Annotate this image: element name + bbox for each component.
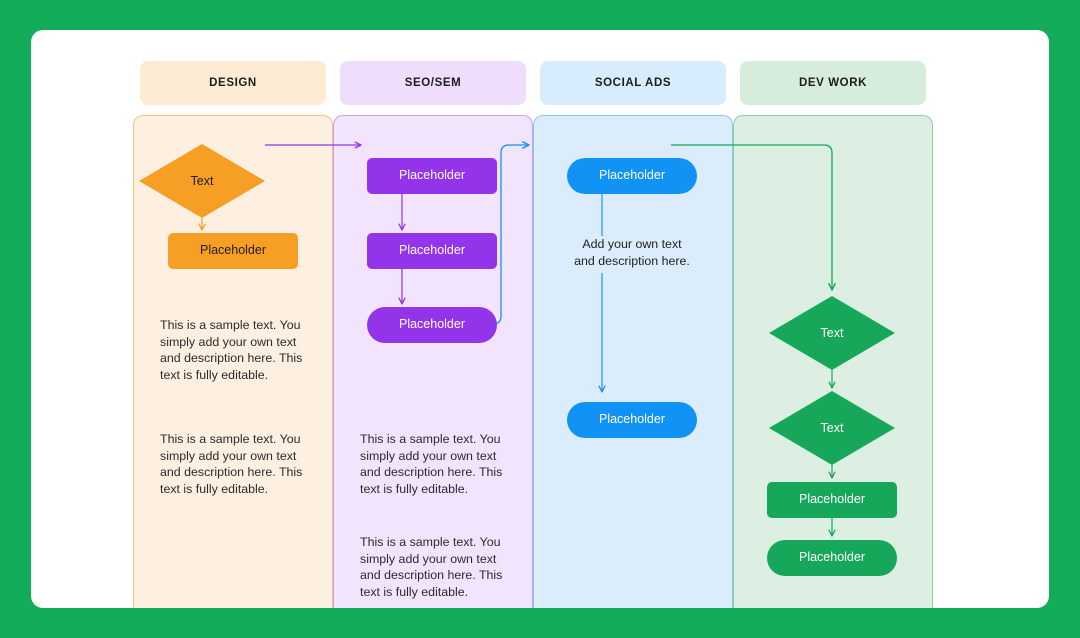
diamond-glyph-icon [769,391,895,465]
devwork-pill-label-4: Placeholder [798,550,865,565]
seosem-pill-label-3: Placeholder [398,317,465,332]
column-header-socialads-label: SOCIAL ADS [594,77,672,89]
devwork-rect-label-3: Placeholder [798,492,865,507]
column-header-devwork-label: DEV WORK [798,77,868,89]
column-header-design-label: DESIGN [209,77,257,89]
design-diamond-shape[interactable]: Text [138,143,266,219]
diamond-glyph-icon [139,144,265,218]
devwork-diamond-shape-1[interactable]: Text [768,295,896,371]
devwork-diamond-label-1: Text [820,326,844,340]
seosem-rect-shape-1[interactable]: Placeholder [367,158,497,194]
socialads-pill-label-2: Placeholder [598,412,665,427]
seosem-paragraph-2: This is a sample text. You simply add yo… [360,535,503,599]
flowchart-card: DESIGN SEO/SEM SOCIAL ADS DEV WORK [31,30,1049,608]
seosem-pill-shape-3[interactable]: Placeholder [367,307,497,343]
column-header-seosem[interactable]: SEO/SEM [340,61,526,105]
design-paragraph-1: This is a sample text. You simply add yo… [160,318,303,382]
design-rect-label: Placeholder [199,243,266,258]
column-header-seosem-label: SEO/SEM [404,77,462,89]
socialads-pill-shape-1[interactable]: Placeholder [567,158,697,194]
column-header-devwork[interactable]: DEV WORK [740,61,926,105]
devwork-pill-shape-4[interactable]: Placeholder [767,540,897,576]
design-diamond-label: Text [190,174,214,188]
column-header-design[interactable]: DESIGN [140,61,326,105]
devwork-diamond-shape-2[interactable]: Text [768,390,896,466]
devwork-rect-shape-3[interactable]: Placeholder [767,482,897,518]
socialads-pill-label-1: Placeholder [598,168,665,183]
seosem-rect-label-1: Placeholder [398,168,465,183]
design-paragraph-2: This is a sample text. You simply add yo… [160,432,303,496]
seosem-rect-shape-2[interactable]: Placeholder [367,233,497,269]
diamond-glyph-icon [769,296,895,370]
design-rect-shape[interactable]: Placeholder [168,233,298,269]
socialads-pill-shape-2[interactable]: Placeholder [567,402,697,438]
seosem-paragraph-1: This is a sample text. You simply add yo… [360,432,503,496]
column-header-socialads[interactable]: SOCIAL ADS [540,61,726,105]
seosem-rect-label-2: Placeholder [398,243,465,258]
devwork-diamond-label-2: Text [820,421,844,435]
